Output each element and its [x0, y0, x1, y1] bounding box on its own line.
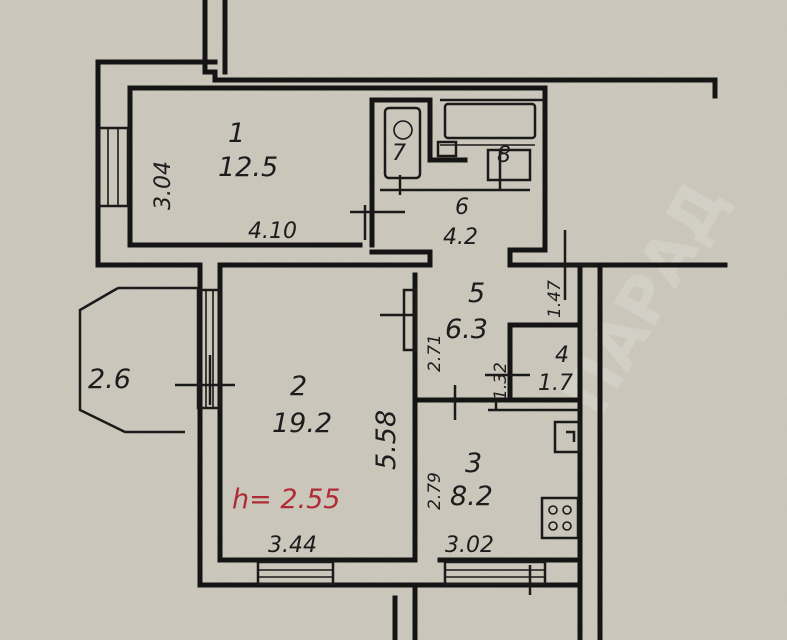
dim-room1-height: 3.04: [151, 161, 176, 210]
sink-icon: [486, 148, 532, 182]
walls: [95, 0, 728, 640]
dim-room3-width: 3.02: [445, 533, 494, 558]
dim-room2-length: 5.58: [371, 410, 402, 470]
room-3-number: 3: [465, 448, 482, 479]
balcony-area: 2.6: [88, 364, 131, 395]
dim-room5-width: 2.71: [425, 334, 445, 372]
room-8-number: 8: [497, 143, 511, 168]
bathtub-icon: [443, 102, 537, 140]
dim-room1-width: 4.10: [248, 219, 297, 244]
dim-room4-side: 1.32: [491, 362, 511, 400]
room-6-area: 4.2: [443, 225, 478, 250]
bathroom-fixtures: [383, 102, 537, 182]
dim-room3-height: 2.79: [425, 472, 445, 510]
ceiling-height-note: h= 2.55: [232, 484, 340, 515]
room-1-area: 12.5: [218, 152, 278, 183]
stove-icon: [540, 496, 580, 540]
dimension-ticks: [175, 150, 595, 595]
room-2-area: 19.2: [272, 408, 332, 439]
toilet-icon: [383, 106, 422, 180]
dim-corridor: 1.47: [545, 280, 565, 318]
room-4-number: 4: [555, 343, 569, 368]
room-6-number: 6: [455, 195, 469, 220]
room-4-area: 1.7: [538, 371, 573, 396]
kitchen-sink-icon: [553, 420, 582, 454]
windows: [96, 126, 547, 586]
room-2-number: 2: [290, 371, 307, 402]
room-7-number: 7: [392, 141, 406, 166]
room-1-number: 1: [228, 118, 245, 149]
balcony-outline: [78, 286, 198, 434]
room-5-area: 6.3: [445, 314, 488, 345]
dim-room2-width: 3.44: [268, 533, 317, 558]
kitchen-fixtures: [488, 400, 582, 540]
room-5-number: 5: [468, 278, 485, 309]
room-3-area: 8.2: [450, 481, 493, 512]
